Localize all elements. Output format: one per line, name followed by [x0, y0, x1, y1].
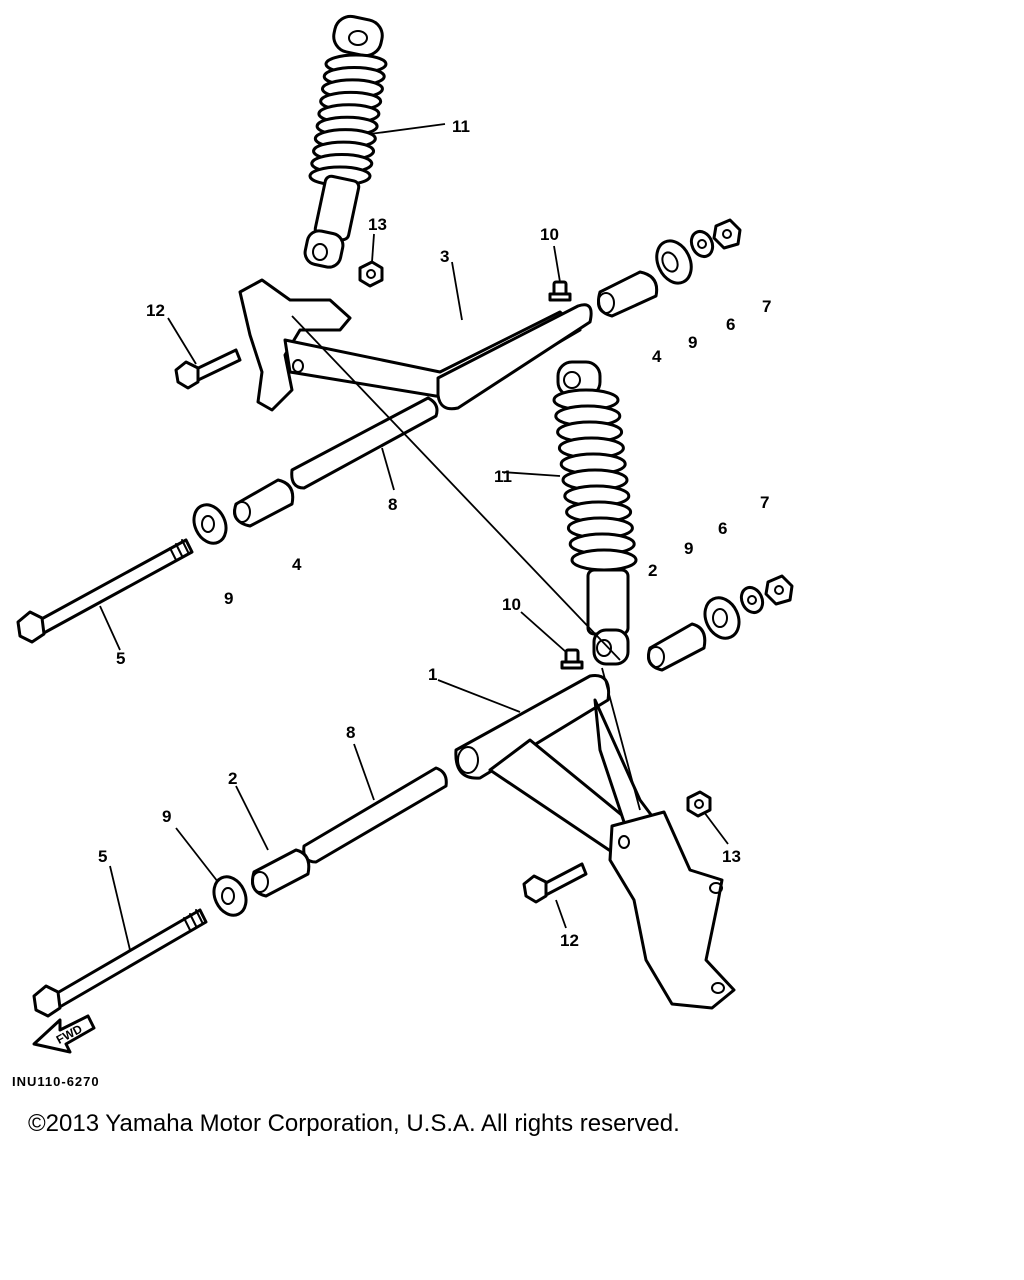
label-6-upper: 6 [726, 315, 735, 334]
lower-shock-absorber [552, 360, 638, 666]
label-5-upper: 5 [116, 649, 125, 668]
label-10-upper: 10 [540, 225, 559, 244]
lower-shock-nut [686, 790, 712, 818]
drawing-code: INU110-6270 [12, 1074, 100, 1089]
label-13-lower: 13 [722, 847, 741, 866]
label-11-upper: 11 [452, 117, 470, 136]
label-7-lower: 7 [760, 493, 769, 512]
lower-nut [764, 574, 794, 606]
lower-pivot-bolt [32, 908, 208, 1018]
label-8-lower: 8 [346, 723, 355, 742]
upper-right-bushing [597, 270, 659, 318]
upper-nut [712, 218, 742, 250]
lower-left-bushing [251, 848, 311, 898]
label-11-lower: 11 [494, 467, 512, 486]
label-6-lower: 6 [718, 519, 727, 538]
lower-collar-shaft [302, 766, 448, 864]
spring-coil [570, 548, 638, 572]
exploded-parts-diagram: 11 13 10 3 12 7 6 9 4 11 8 7 6 9 2 4 9 1… [16, 14, 794, 1054]
lower-shock-bolt [522, 862, 588, 904]
label-9-lower-right: 9 [684, 539, 693, 558]
label-12-lower: 12 [560, 931, 579, 950]
label-4-upper-left: 4 [292, 555, 302, 574]
upper-pivot-bolt [16, 538, 194, 644]
lower-left-seal [212, 875, 248, 917]
label-1: 1 [428, 665, 437, 684]
label-10-lower: 10 [502, 595, 521, 614]
upper-left-seal [192, 503, 228, 545]
upper-shock-bolt [174, 348, 242, 390]
label-3: 3 [440, 247, 449, 266]
fwd-arrow-icon: FWD [32, 1014, 96, 1054]
lower-grease-nipple [560, 648, 584, 670]
upper-arm [238, 278, 593, 412]
label-4-upper-right: 4 [652, 347, 662, 366]
label-8-upper: 8 [388, 495, 397, 514]
label-7-upper: 7 [762, 297, 771, 316]
label-12-upper: 12 [146, 301, 165, 320]
upper-shock-nut [358, 260, 384, 288]
upper-right-seal [655, 239, 693, 285]
upper-grease-nipple [548, 280, 572, 302]
label-9-upper-left: 9 [224, 589, 233, 608]
lower-washer [739, 585, 765, 615]
lower-arm [454, 674, 736, 1010]
upper-left-bushing [233, 478, 295, 528]
lower-right-seal [703, 596, 741, 640]
label-2-right: 2 [648, 561, 657, 580]
label-9-lower-left: 9 [162, 807, 171, 826]
upper-washer [689, 229, 715, 259]
label-13-upper: 13 [368, 215, 387, 234]
lower-right-bushing [647, 622, 707, 672]
label-9-upper-right: 9 [688, 333, 697, 352]
part-number-labels: 11 13 10 3 12 7 6 9 4 11 8 7 6 9 2 4 9 1… [98, 117, 771, 950]
copyright-notice: ©2013 Yamaha Motor Corporation, U.S.A. A… [28, 1110, 680, 1137]
leader-lines [99, 123, 729, 951]
upper-collar-shaft [290, 396, 439, 490]
label-2-left: 2 [228, 769, 237, 788]
upper-shock-absorber [303, 14, 388, 269]
label-5-lower: 5 [98, 847, 107, 866]
